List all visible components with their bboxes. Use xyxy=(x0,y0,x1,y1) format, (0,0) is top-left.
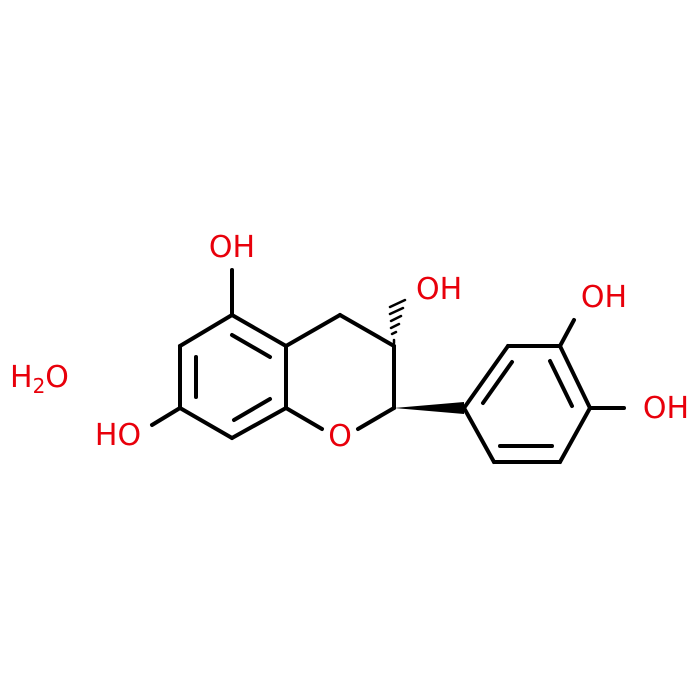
bold-wedge-c2-aryl xyxy=(394,402,464,414)
bond-c1p-c2p-inner xyxy=(481,360,514,405)
water-subscript: 2 xyxy=(33,374,46,398)
bond-c1p-c2p xyxy=(462,344,510,410)
hydroxyl-label-c3: OH xyxy=(416,272,462,307)
hydroxyl-label-meta: OH xyxy=(581,280,627,315)
bond-c3p-oh xyxy=(558,318,576,348)
bond-c4-c3 xyxy=(338,313,396,348)
label-layer: OH OH OH OH HO O H2O xyxy=(10,230,689,454)
bond-c6-c7 xyxy=(178,406,234,440)
bond-o1-c8a xyxy=(284,406,324,431)
bond-c4a-c5 xyxy=(178,313,234,348)
bond-c7-c8-inner xyxy=(232,397,272,422)
bond-c7-oh xyxy=(150,406,182,427)
water-h: H xyxy=(10,360,33,395)
water-o: O xyxy=(45,360,69,395)
hydroxyl-label-c5: OH xyxy=(209,230,255,265)
bond-layer xyxy=(150,268,626,464)
bond-c2-o1 xyxy=(356,406,396,431)
bond-c7-c8 xyxy=(230,406,288,440)
bond-c6p-c1p xyxy=(462,406,496,464)
bond-c3p-c4p-inner xyxy=(548,359,574,408)
bond-c4a-c4 xyxy=(284,313,342,348)
hashed-wedge-c3-oh xyxy=(388,298,407,345)
ring-oxygen-label: O xyxy=(328,419,352,454)
bond-c3p-c4p xyxy=(558,344,592,410)
bond-c8a-c4a xyxy=(230,313,288,348)
hydroxyl-label-para: OH xyxy=(643,391,689,426)
hydroxyl-label-c7: HO xyxy=(95,418,141,453)
water-formula: H2O xyxy=(10,360,69,398)
bond-c4p-c5p xyxy=(558,406,592,464)
bond-c4a-c5-inner xyxy=(230,333,272,359)
